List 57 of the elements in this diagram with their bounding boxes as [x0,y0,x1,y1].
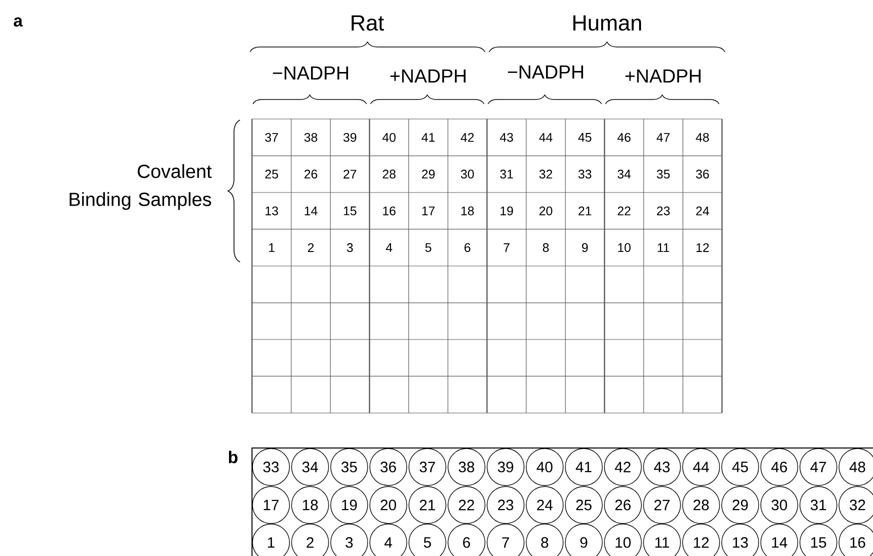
well-number: 3 [346,243,353,252]
well-number: 7 [504,243,510,252]
well-number: 44 [539,133,552,142]
well-number: 32 [539,170,552,179]
group-heading: Human [573,15,642,31]
well-number: 27 [344,170,356,178]
well-number: 28 [382,170,396,179]
well-number: 24 [696,206,710,216]
well-number: 45 [578,133,592,142]
well-number: 22 [618,206,630,216]
well-number: 16 [383,206,396,216]
well-number: 17 [422,206,435,216]
well-number: 19 [500,206,513,216]
well-number: 20 [539,206,552,216]
well-number: 12 [696,243,709,252]
well-number: 9 [582,243,588,252]
well-number: 26 [304,170,318,179]
well-number: 42 [460,133,474,142]
group-heading: +NADPH [625,69,701,83]
well-number: 8 [542,243,549,252]
well-number: 21 [578,206,592,216]
well-number: 23 [656,206,670,216]
well-number: 2 [308,243,314,252]
well-number: 11 [658,243,670,252]
group-heading: −NADPH [508,65,584,79]
well-number: 18 [461,206,474,216]
well-number: 43 [500,132,513,142]
well-number: 13 [266,206,278,216]
well-number: 29 [422,170,435,179]
well-number: 4 [386,243,392,252]
well-number: 1 [269,243,274,252]
well-number: 33 [578,170,592,179]
well-number: 38 [304,132,318,142]
well-number: 10 [618,243,631,252]
row-label: Covalent Binding Samples [70,164,212,210]
well-number: 15 [344,206,356,216]
group-heading: −NADPH [272,66,348,80]
well-number: 35 [656,170,670,179]
well-number: 6 [464,243,470,252]
well-number: 46 [617,132,630,142]
well-number: 36 [696,170,709,179]
well-number: 25 [265,170,278,179]
group-heading: Rat [352,15,384,31]
well-number: 5 [425,243,432,252]
well-number: 41 [422,133,435,142]
well-number: 40 [382,132,396,142]
panel-letter: b [228,450,238,464]
well-number: 37 [265,132,278,142]
well-number: 48 [696,132,709,142]
well-number: 14 [304,206,318,216]
well-number: 34 [618,170,631,179]
well-number: 47 [656,133,670,142]
panel-letter: a [14,17,23,27]
well-number: 31 [500,170,513,179]
well-number: 39 [343,132,356,142]
group-heading: +NADPH [390,69,466,83]
well-number: 30 [460,170,474,179]
